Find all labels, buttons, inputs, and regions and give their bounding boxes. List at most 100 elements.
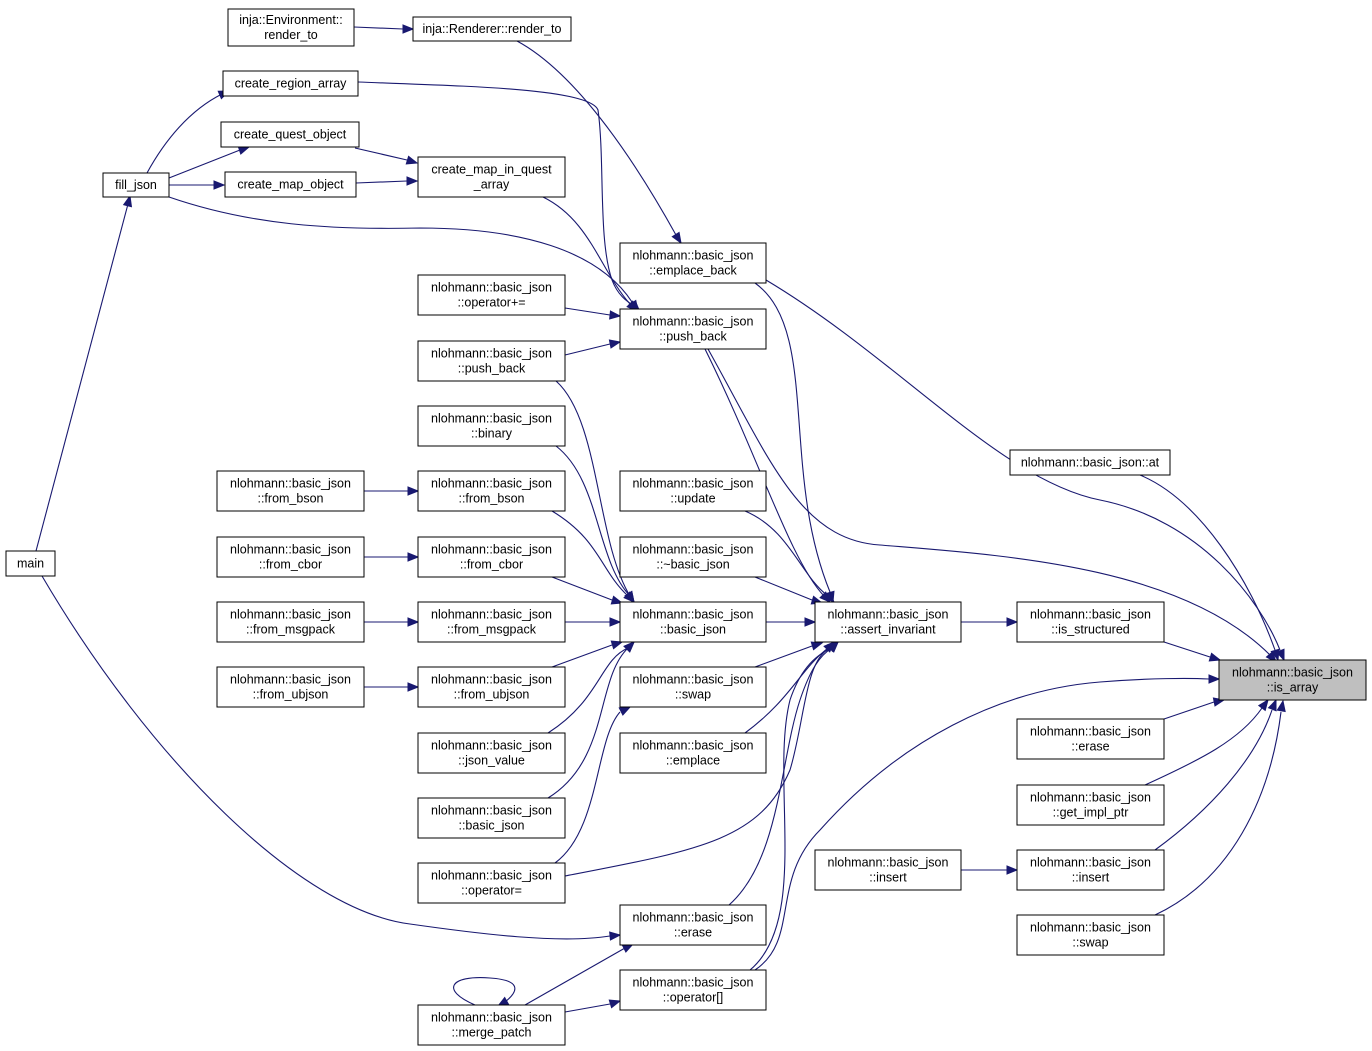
node-label-line: ::push_back [458, 362, 526, 376]
node-from-cbor-inner[interactable]: nlohmann::basic_json::from_cbor [417, 536, 566, 578]
node-label-line: create_map_in_quest [431, 163, 552, 177]
node-merge-patch[interactable]: nlohmann::basic_json::merge_patch [417, 1004, 566, 1046]
node-box [417, 797, 566, 839]
node-box [814, 601, 962, 643]
node-box [216, 601, 365, 643]
node-label-line: nlohmann::basic_json::at [1021, 456, 1160, 470]
arrowhead [1270, 648, 1280, 662]
edge-from_cbor_outer-to-from_cbor_inner [364, 552, 420, 562]
node-fill-json[interactable]: fill_json [102, 172, 170, 198]
arrowhead [237, 145, 251, 155]
node-erase-right[interactable]: nlohmann::basic_json::erase [1016, 718, 1165, 760]
arrowhead [608, 339, 622, 349]
node-from-msgpack-outer[interactable]: nlohmann::basic_json::from_msgpack [216, 601, 365, 643]
edge-is_structured-to-is_array [1163, 641, 1222, 662]
node-operator-assign[interactable]: nlohmann::basic_json::operator= [417, 862, 566, 904]
arrowhead [623, 641, 635, 653]
node-box [619, 470, 767, 512]
arrowhead [1276, 699, 1286, 713]
node-label-line: nlohmann::basic_json [633, 739, 754, 753]
node-basic-json-left[interactable]: nlohmann::basic_json::basic_json [417, 797, 566, 839]
edge-merge_patch-to-erase_mid [524, 943, 635, 1006]
node-label-line: nlohmann::basic_json [633, 673, 754, 687]
node-box [417, 156, 566, 198]
arrowhead [610, 595, 624, 605]
edge-main-to-erase_mid [41, 575, 622, 941]
node-label-line: nlohmann::basic_json [431, 673, 552, 687]
node-label-line: ::from_msgpack [447, 623, 537, 637]
node-operator-plus-eq[interactable]: nlohmann::basic_json::operator+= [417, 274, 566, 316]
edge-update-to-assert_invariant [744, 510, 835, 603]
arrowhead [1257, 698, 1269, 712]
node-push-back-2[interactable]: nlohmann::basic_json::push_back [417, 340, 566, 382]
node-emplace-back[interactable]: nlohmann::basic_json::emplace_back [619, 242, 767, 284]
node-create-map-in-quest-array[interactable]: create_map_in_quest_array [417, 156, 566, 198]
node-from-ubjson-inner[interactable]: nlohmann::basic_json::from_ubjson [417, 666, 566, 708]
arrowhead [609, 310, 622, 320]
node-box [1218, 659, 1367, 701]
node-label-line: nlohmann::basic_json [1030, 921, 1151, 935]
node-box [619, 601, 767, 643]
edge-create_quest_object-to-create_map_in_quest_array [354, 147, 419, 165]
node-box [227, 8, 355, 47]
node-create-map-object[interactable]: create_map_object [224, 171, 357, 198]
node-main[interactable]: main [5, 550, 56, 577]
node-binary[interactable]: nlohmann::basic_json::binary [417, 405, 566, 447]
edge-assert_invariant-to-is_structured [961, 617, 1019, 627]
node-label-line: nlohmann::basic_json [431, 281, 552, 295]
node-from-bson-inner[interactable]: nlohmann::basic_json::from_bson [417, 470, 566, 512]
node-emplace[interactable]: nlohmann::basic_json::emplace [619, 732, 767, 774]
arrowhead [618, 706, 632, 716]
arrowhead [407, 486, 420, 496]
node-swap-mid[interactable]: nlohmann::basic_json::swap [619, 666, 767, 708]
node-label-line: nlohmann::basic_json [431, 347, 552, 361]
node-update[interactable]: nlohmann::basic_json::update [619, 470, 767, 512]
node-at[interactable]: nlohmann::basic_json::at [1009, 449, 1171, 476]
node-destructor[interactable]: nlohmann::basic_json::~basic_json [619, 536, 767, 578]
node-label-line: ::insert [1072, 871, 1110, 885]
arrowhead [1208, 652, 1222, 662]
node-is-structured[interactable]: nlohmann::basic_json::is_structured [1016, 601, 1165, 643]
node-box [1016, 718, 1165, 760]
edge-env_render_to-to-renderer_render_to [353, 24, 415, 34]
node-erase-mid[interactable]: nlohmann::basic_json::erase [619, 904, 767, 946]
edge-create_map_object-to-create_map_in_quest_array [355, 176, 419, 186]
node-operator-index[interactable]: nlohmann::basic_json::operator[] [619, 969, 767, 1011]
node-renderer-render-to[interactable]: inja::Renderer::render_to [412, 16, 572, 42]
node-env-render-to[interactable]: inja::Environment::render_to [227, 8, 355, 47]
node-insert-mid[interactable]: nlohmann::basic_json::insert [814, 849, 962, 891]
node-label-line: nlohmann::basic_json [633, 477, 754, 491]
node-assert-invariant[interactable]: nlohmann::basic_json::assert_invariant [814, 601, 962, 643]
node-is-array[interactable]: nlohmann::basic_json::is_array [1218, 659, 1367, 701]
node-push-back-main[interactable]: nlohmann::basic_json::push_back [619, 308, 767, 350]
node-box [220, 121, 360, 148]
node-label-line: ::basic_json [660, 623, 726, 637]
arrowhead [623, 591, 635, 603]
node-label-line: inja::Renderer::render_to [423, 22, 562, 36]
edge-insert_mid-to-insert_right [961, 865, 1019, 875]
arrowhead [402, 24, 415, 34]
arrowhead [827, 641, 839, 653]
node-create-quest-object[interactable]: create_quest_object [220, 121, 360, 148]
node-from-cbor-outer[interactable]: nlohmann::basic_json::from_cbor [216, 536, 365, 578]
node-from-bson-outer[interactable]: nlohmann::basic_json::from_bson [216, 470, 365, 512]
edge-operator_index-to-is_array [754, 674, 1221, 971]
node-box [619, 969, 767, 1011]
node-from-ubjson-outer[interactable]: nlohmann::basic_json::from_ubjson [216, 666, 365, 708]
node-get-impl-ptr[interactable]: nlohmann::basic_json::get_impl_ptr [1016, 784, 1165, 826]
arrowhead [405, 155, 419, 165]
node-label-line: ::emplace [666, 754, 720, 768]
node-label-line: nlohmann::basic_json [633, 249, 754, 263]
arrowhead [1267, 698, 1277, 712]
edge-basic_json_left-to-basic_json_mid [547, 641, 635, 799]
node-json-value[interactable]: nlohmann::basic_json::json_value [417, 732, 566, 774]
node-label-line: fill_json [115, 178, 157, 192]
arrowhead [804, 617, 817, 627]
node-create-region-array[interactable]: create_region_array [222, 70, 359, 97]
node-swap-right[interactable]: nlohmann::basic_json::swap [1016, 914, 1165, 956]
node-insert-right[interactable]: nlohmann::basic_json::insert [1016, 849, 1165, 891]
edge-operator_assign-to-swap_mid [554, 706, 632, 864]
edge-insert_right-to-is_array [1154, 698, 1277, 851]
node-basic-json-mid[interactable]: nlohmann::basic_json::basic_json [619, 601, 767, 643]
node-from-msgpack-inner[interactable]: nlohmann::basic_json::from_msgpack [417, 601, 566, 643]
